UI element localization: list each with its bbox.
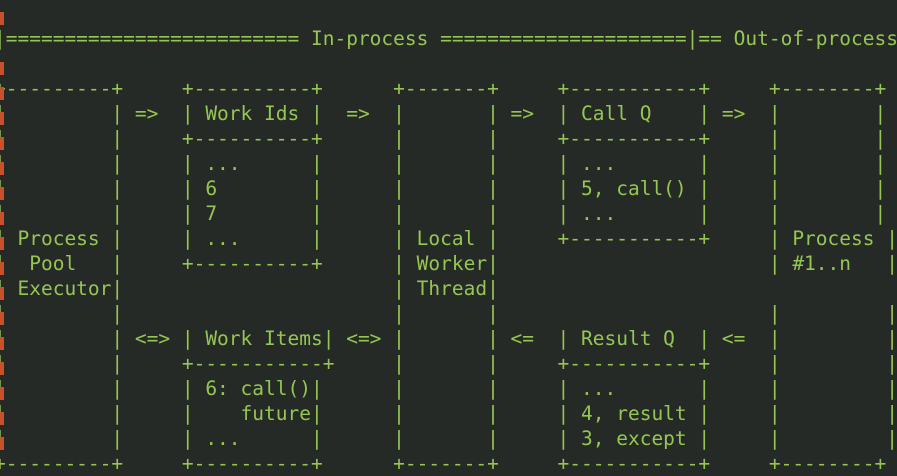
diagram-line-blank: [0, 51, 897, 76]
diagram-line-executor-label: | Executor| | Thread|: [0, 276, 499, 300]
diagram-line-box-tops: +---------+ +----------+ +-------+ +----…: [0, 76, 887, 100]
ascii-diagram: |========================= In-process ==…: [0, 26, 897, 476]
diagram-line-titles: | | => | Work Ids | => | | => | Call Q |…: [0, 101, 887, 125]
diagram-line-work-items-2: | | | future| | | | 4, result | | |: [0, 401, 897, 425]
diagram-line-work-items-title: | | <=> | Work Items| <=> | | <= | Resul…: [0, 326, 897, 350]
diagram-line-gap: | | | | | |: [0, 301, 897, 325]
diagram-line-entries-3: | | | 7 | | | | ... | | |: [0, 201, 887, 225]
diagram-line-pool-label: | Pool | +----------+ | Worker| | #1..n …: [0, 251, 897, 275]
diagram-line-entries-1: | | | ... | | | | ... | | |: [0, 151, 887, 175]
diagram-line-title-rule: | | +----------+ | | +-----------+ | |: [0, 126, 887, 150]
diagram-line-work-items-rule: | | +-----------+ | | +-----------+ | |: [0, 351, 897, 375]
diagram-line-box-bottoms: +---------+ +----------+ +-------+ +----…: [0, 451, 887, 475]
diagram-line-process-label: | Process | | ... | | Local | +---------…: [0, 226, 897, 250]
diagram-line-work-items-1: | | | 6: call()| | | | ... | | |: [0, 376, 897, 400]
gutter-glyph: [0, 12, 4, 25]
diagram-line-header: |========================= In-process ==…: [0, 26, 897, 50]
diagram-line-entries-2: | | | 6 | | | | 5, call() | | |: [0, 176, 887, 200]
diagram-line-work-items-3: | | | ... | | | | 3, except | | |: [0, 426, 897, 450]
